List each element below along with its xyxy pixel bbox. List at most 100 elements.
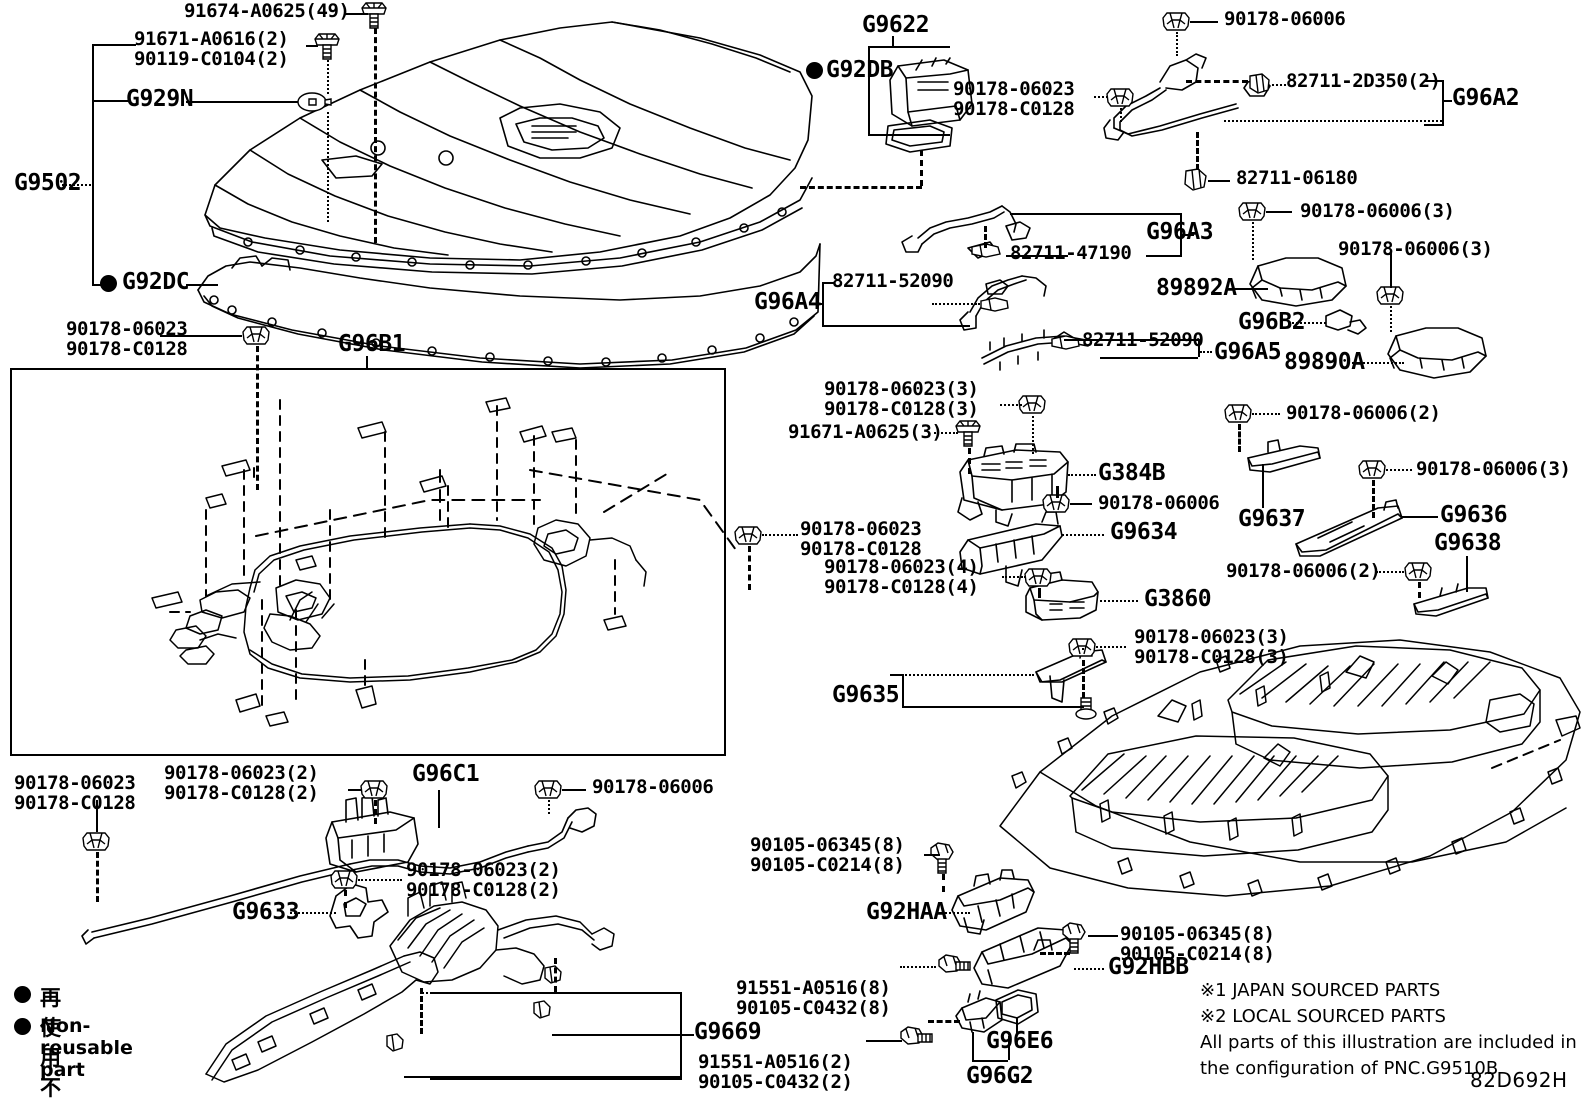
battery-cover-art	[205, 22, 812, 274]
leader	[972, 1060, 1008, 1062]
part-label-90178-06006-h: 90178-06006	[592, 778, 713, 797]
note-japan-sourced: ※1 JAPAN SOURCED PARTS	[1200, 978, 1440, 1004]
block-g3860-art	[1026, 572, 1098, 620]
leader	[1200, 351, 1212, 353]
part-label-g96a5: G96A5	[1214, 341, 1281, 364]
part-label-90178-06023-b: 90178-06023	[953, 80, 1074, 99]
leader	[1100, 357, 1198, 359]
leader	[1262, 464, 1264, 508]
leader	[942, 874, 945, 892]
leader	[96, 852, 99, 902]
leader	[1238, 424, 1241, 452]
leader	[554, 958, 557, 992]
bracket-g9638-art	[1414, 584, 1488, 616]
part-label-90178-06006-g: 90178-06006(2)	[1226, 562, 1381, 581]
leader	[984, 226, 987, 248]
g9669-table	[430, 992, 682, 1080]
leader	[902, 706, 1084, 708]
part-label-g96g2: G96G2	[966, 1065, 1033, 1088]
part-label-90178-06023-f: 90178-06023(3)	[1134, 628, 1289, 647]
leader	[1146, 255, 1182, 257]
part-label-g9634: G9634	[1110, 521, 1177, 544]
part-label-90178-06023-e: 90178-06023(4)	[824, 558, 979, 577]
part-label-g96a2: G96A2	[1452, 87, 1519, 110]
part-label-g3860: G3860	[1144, 588, 1211, 611]
part-label-90178-06006-a: 90178-06006	[1224, 10, 1345, 29]
leader	[800, 186, 922, 189]
leader	[1074, 968, 1104, 970]
leader	[1088, 935, 1118, 937]
bracket-g9633-art	[330, 884, 388, 938]
leader	[1120, 108, 1122, 122]
part-label-g96e6: G96E6	[986, 1030, 1053, 1053]
part-label-g9636: G9636	[1440, 504, 1507, 527]
leader	[1010, 213, 1182, 215]
part-label-90105-c0214-a: 90105-C0214(8)	[750, 856, 905, 875]
part-label-90178-06023-g: 90178-06023	[14, 774, 135, 793]
part-label-g96b1: G96B1	[338, 333, 405, 356]
leader	[1094, 96, 1108, 98]
leader	[1176, 32, 1178, 56]
non-reusable-bullet-g92dc	[100, 275, 117, 292]
leader	[1070, 503, 1092, 505]
leader	[344, 890, 347, 908]
leader	[866, 1040, 902, 1042]
part-label-g92hbb: G92HBB	[1108, 956, 1189, 979]
leader	[748, 546, 751, 590]
part-label-82711-2d350: 82711-2D350(2)	[1286, 72, 1441, 91]
part-label-90105-06345-a: 90105-06345(8)	[750, 836, 905, 855]
leader	[1466, 556, 1468, 592]
part-label-g9637: G9637	[1238, 508, 1305, 531]
part-label-g92db: G92DB	[826, 59, 893, 82]
bracket-g92haa-art	[952, 870, 1034, 934]
part-label-g9622: G9622	[862, 14, 929, 37]
leader	[1372, 480, 1375, 518]
part-label-82711-47190: 82711-47190	[1010, 244, 1131, 263]
part-label-90178-06023-i: 90178-06023(2)	[406, 861, 561, 880]
part-label-90178-06006-d: 90178-06006	[1098, 494, 1219, 513]
part-label-82711-06180: 82711-06180	[1236, 169, 1357, 188]
part-label-91671-a0625: 91671-A0625(3)	[788, 423, 943, 442]
leader	[1062, 534, 1104, 536]
part-label-90178-c0128-i: 90178-C0128(2)	[406, 881, 561, 900]
leader	[968, 448, 971, 474]
leader	[1100, 600, 1138, 602]
leader	[404, 1076, 680, 1078]
part-label-90178-06023-c: 90178-06023(3)	[824, 380, 979, 399]
leader	[890, 674, 902, 676]
part-label-g96c1: G96C1	[412, 763, 479, 786]
leader	[1068, 474, 1096, 476]
leader	[946, 46, 950, 48]
bracket-g92hbb-art	[974, 928, 1072, 988]
harness-panel-frame	[10, 368, 726, 756]
note-config-line1: All parts of this illustration are inclu…	[1200, 1030, 1577, 1056]
connector-g96g2-art	[956, 991, 1002, 1032]
part-label-90105-c0432-b: 90105-C0432(8)	[736, 999, 891, 1018]
leader	[1082, 660, 1085, 698]
part-label-89890a: 89890A	[1284, 351, 1365, 374]
part-label-90178-06006-e: 90178-06006(2)	[1286, 404, 1441, 423]
leader	[420, 988, 423, 1034]
leader	[900, 966, 936, 968]
part-label-90178-06023-h: 90178-06023(2)	[164, 764, 319, 783]
part-label-90119-c0104: 90119-C0104(2)	[134, 50, 289, 69]
leader	[920, 150, 923, 186]
leader	[348, 789, 362, 791]
leader	[1096, 646, 1126, 648]
leader	[1252, 222, 1254, 260]
battery-module-stack-art	[1000, 640, 1580, 896]
part-label-91551-a0516-b: 91551-A0516(8)	[736, 979, 891, 998]
leader	[92, 44, 94, 286]
legend-bullet-jp	[14, 986, 31, 1003]
leader	[1252, 413, 1280, 415]
leader	[1056, 486, 1059, 498]
part-label-91671-a0616: 91671-A0616(2)	[134, 30, 289, 49]
leader	[1000, 404, 1022, 406]
leader	[1390, 306, 1392, 332]
leader	[374, 800, 377, 824]
part-label-91674-a0625: 91674-A0625(49)	[184, 2, 350, 21]
part-label-g96a3: G96A3	[1146, 221, 1213, 244]
non-reusable-bullet-g92db	[806, 62, 823, 79]
cable-g96a2-art	[1104, 54, 1270, 140]
